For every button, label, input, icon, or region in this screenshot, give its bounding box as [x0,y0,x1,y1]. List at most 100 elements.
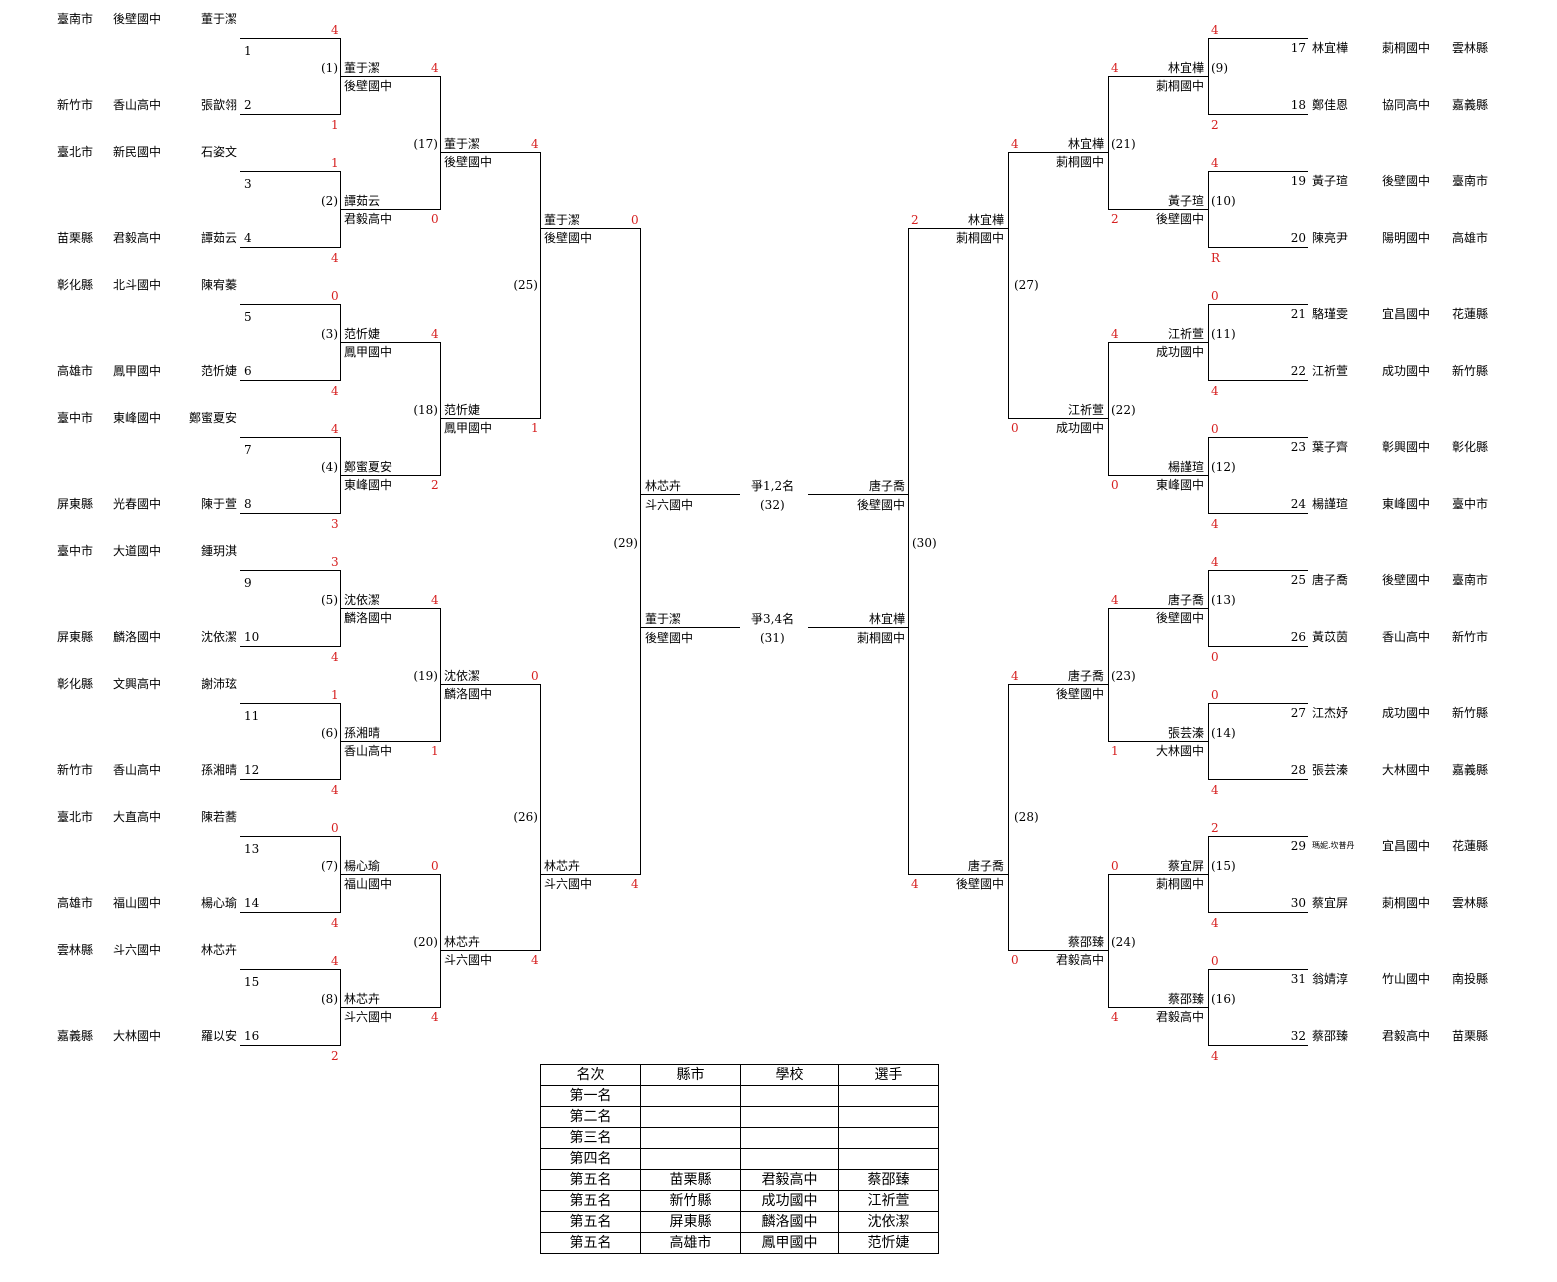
score: 0 [331,821,339,835]
winner-line [340,608,440,609]
winner-name: 唐子喬 [967,859,1004,873]
match-number: (12) [1211,460,1236,474]
player-cell: 江祈萱 [838,1190,939,1212]
entry-city: 臺南市 [1452,573,1489,587]
entry-player: 鄭佳恩 [1312,98,1349,112]
match-number: (24) [1111,935,1136,949]
entry-player: 石姿文 [200,145,237,159]
entry-number: 20 [1290,231,1306,245]
entry-city: 苗栗縣 [57,231,94,245]
score: 4 [1211,156,1219,170]
score: 2 [1211,821,1219,835]
entry-player: 江杰妤 [1312,706,1349,720]
winner-school: 成功國中 [1055,421,1104,435]
score: 0 [1211,954,1219,968]
entry-city: 苗栗縣 [1452,1029,1489,1043]
match-number: (15) [1211,859,1236,873]
entry-number: 12 [244,763,260,777]
score: 4 [531,953,539,967]
match-number: (29) [613,536,638,550]
score: 0 [1011,953,1019,967]
finalist-school: 後壁國中 [856,498,905,512]
winner-name: 董于潔 [544,213,581,227]
entry-player: 沈依潔 [200,630,237,644]
entry-number: 27 [1290,706,1306,720]
score: 4 [1111,1010,1119,1024]
score: 0 [631,213,639,227]
entry-line [240,836,340,837]
match-number: (5) [321,593,338,607]
entry-line [1208,779,1308,780]
winner-line [440,684,540,685]
match-bracket-line [1208,969,1209,1046]
entry-player: 鄭蜜夏安 [188,411,237,425]
match-number: (4) [321,460,338,474]
winner-line [340,475,440,476]
match-number: (21) [1111,137,1136,151]
table-row: 第一名 [540,1085,939,1107]
match-bracket-line [1108,76,1109,210]
entry-city: 新竹市 [1452,630,1489,644]
header-city: 縣市 [640,1064,741,1086]
final-label: 爭1,2名 [751,479,795,493]
city-cell: 苗栗縣 [640,1169,741,1191]
entry-city: 臺南市 [57,12,94,26]
score: 4 [431,61,439,75]
entry-number: 5 [244,310,252,324]
school-cell: 鳳甲國中 [740,1232,839,1254]
match-bracket-line [1008,152,1009,419]
entry-number: 15 [244,975,260,989]
finalist-name: 董于潔 [645,612,682,626]
entry-school: 成功國中 [1382,706,1431,720]
winner-school: 後壁國中 [444,155,493,169]
match-bracket-line [440,76,441,210]
entry-player: 謝沛玹 [200,677,237,691]
school-cell [740,1148,839,1170]
winner-school: 莿桐國中 [955,231,1004,245]
winner-school: 東峰國中 [1155,478,1204,492]
player-cell: 范忻婕 [838,1232,939,1254]
winner-line [908,228,1008,229]
score: 0 [1111,859,1119,873]
entry-line [240,38,340,39]
entry-line [1208,513,1308,514]
entry-number: 22 [1290,364,1306,378]
score: 1 [531,421,539,435]
entry-player: 瑪妮.坎普丹 [1312,841,1355,850]
match-number: (13) [1211,593,1236,607]
entry-line [240,114,340,115]
entry-school: 後壁國中 [1382,573,1431,587]
winner-line [1008,152,1108,153]
winner-name: 林芯卉 [544,859,581,873]
entry-line [1208,38,1308,39]
entry-school: 君毅高中 [1382,1029,1431,1043]
score: 0 [1211,650,1219,664]
match-number: (22) [1111,403,1136,417]
entry-player: 范忻婕 [200,364,237,378]
match-bracket-line [1208,304,1209,381]
entry-number: 29 [1290,839,1306,853]
match-number: (28) [1014,810,1039,824]
entry-school: 竹山國中 [1382,972,1431,986]
entry-line [1208,570,1308,571]
winner-school: 斗六國中 [344,1010,393,1024]
match-number: (8) [321,992,338,1006]
winner-school: 後壁國中 [544,231,593,245]
entry-number: 1 [244,44,252,58]
entry-city: 臺中市 [1452,497,1489,511]
match-number: (30) [912,536,937,550]
entry-line [1208,304,1308,305]
entry-city: 彰化縣 [57,278,94,292]
entry-line [1208,437,1308,438]
winner-line [340,874,440,875]
score: 4 [1211,23,1219,37]
score: 4 [331,916,339,930]
entry-player: 張歆翎 [200,98,237,112]
entry-number: 11 [244,709,260,723]
header-player: 選手 [838,1064,939,1086]
winner-name: 黃子瑄 [1167,194,1204,208]
entry-school: 香山高中 [1382,630,1431,644]
winner-school: 後壁國中 [1055,687,1104,701]
entry-player: 蔡邵臻 [1312,1029,1349,1043]
match-bracket-line [1108,874,1109,1008]
